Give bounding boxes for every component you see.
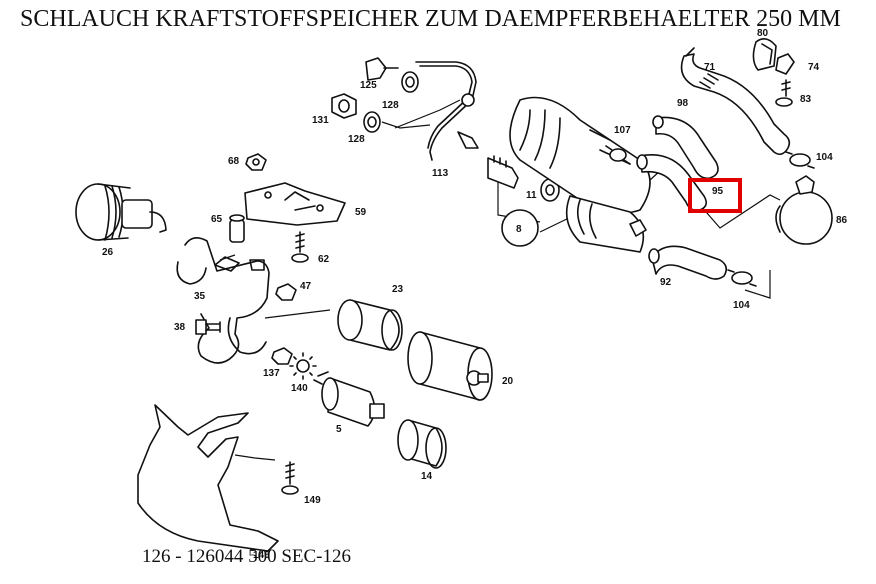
part-146-shield[interactable] <box>137 404 279 552</box>
part-140-washer[interactable] <box>289 352 317 380</box>
label-128-upper[interactable]: 128 <box>382 100 399 111</box>
label-59[interactable]: 59 <box>355 207 367 218</box>
label-83[interactable]: 83 <box>800 94 812 105</box>
label-149[interactable]: 149 <box>304 495 321 506</box>
part-125-fitting[interactable] <box>365 57 399 81</box>
label-113[interactable]: 113 <box>432 168 449 179</box>
part-149-screw[interactable] <box>281 461 299 495</box>
label-14[interactable]: 14 <box>421 471 433 482</box>
highlight-box <box>688 178 742 213</box>
label-74[interactable]: 74 <box>808 62 820 73</box>
label-68[interactable]: 68 <box>228 156 240 167</box>
part-35-bracket[interactable] <box>176 237 270 364</box>
label-92[interactable]: 92 <box>660 277 672 288</box>
part-131-nut[interactable] <box>331 93 357 119</box>
part-128a-washer[interactable] <box>401 71 419 93</box>
check-valve-fitting[interactable] <box>487 155 519 189</box>
part-104b-clamp[interactable] <box>727 269 757 287</box>
part-14-sleeve[interactable] <box>397 419 447 469</box>
label-104-lower[interactable]: 104 <box>733 300 750 311</box>
label-98[interactable]: 98 <box>677 98 689 109</box>
label-71[interactable]: 71 <box>704 62 716 73</box>
part-74-clip[interactable] <box>775 53 795 75</box>
part-68-nut[interactable] <box>245 153 267 171</box>
part-labels: 5 8 11 14 20 23 26 35 38 47 59 62 65 68 … <box>102 28 848 561</box>
label-137[interactable]: 137 <box>263 368 280 379</box>
part-128b-washer[interactable] <box>363 111 381 133</box>
label-62[interactable]: 62 <box>318 254 330 265</box>
label-131[interactable]: 131 <box>312 115 329 126</box>
label-128-lower[interactable]: 128 <box>348 134 365 145</box>
part-65-fitting[interactable] <box>229 214 245 243</box>
part-5-fuel-pump[interactable] <box>313 371 385 427</box>
part-20-filter[interactable] <box>407 331 493 401</box>
part-92-hose[interactable] <box>648 245 728 280</box>
label-80[interactable]: 80 <box>757 28 769 39</box>
label-65[interactable]: 65 <box>211 214 223 225</box>
part-86-damper[interactable] <box>775 175 833 245</box>
label-140[interactable]: 140 <box>291 383 308 394</box>
diagram-footer: 126 - 126044 500 SEC-126 <box>142 546 351 567</box>
label-86[interactable]: 86 <box>836 215 848 226</box>
label-5[interactable]: 5 <box>336 424 342 435</box>
part-62-screw[interactable] <box>291 231 309 263</box>
label-104-upper[interactable]: 104 <box>816 152 833 163</box>
label-20[interactable]: 20 <box>502 376 514 387</box>
part-83-screw[interactable] <box>775 79 793 107</box>
label-23[interactable]: 23 <box>392 284 404 295</box>
part-80-bracket[interactable] <box>752 38 777 71</box>
part-47-nut[interactable] <box>275 283 297 301</box>
label-125[interactable]: 125 <box>360 80 377 91</box>
part-8-ball[interactable] <box>501 209 539 247</box>
part-23-sleeve[interactable] <box>337 299 403 351</box>
part-113-line[interactable] <box>415 61 479 161</box>
part-59-plate[interactable] <box>244 182 346 226</box>
label-95[interactable]: 95 <box>712 186 724 197</box>
label-35[interactable]: 35 <box>194 291 206 302</box>
part-107-clamp[interactable] <box>605 145 631 165</box>
part-26-damper[interactable] <box>75 183 167 241</box>
label-38[interactable]: 38 <box>174 322 186 333</box>
label-47[interactable]: 47 <box>300 281 312 292</box>
label-8[interactable]: 8 <box>516 224 522 235</box>
part-104a-clamp[interactable] <box>785 151 815 169</box>
label-146[interactable]: 146 <box>253 550 270 561</box>
fuel-accumulator[interactable] <box>509 96 651 253</box>
label-11[interactable]: 11 <box>526 190 537 201</box>
label-107[interactable]: 107 <box>614 125 631 136</box>
label-26[interactable]: 26 <box>102 247 114 258</box>
diagram-title: SCHLAUCH KRAFTSTOFFSPEICHER ZUM DAEMPFER… <box>20 6 841 32</box>
part-71-hose[interactable] <box>680 47 791 156</box>
part-137-nut[interactable] <box>271 347 293 365</box>
part-38-bolt[interactable] <box>195 319 221 335</box>
